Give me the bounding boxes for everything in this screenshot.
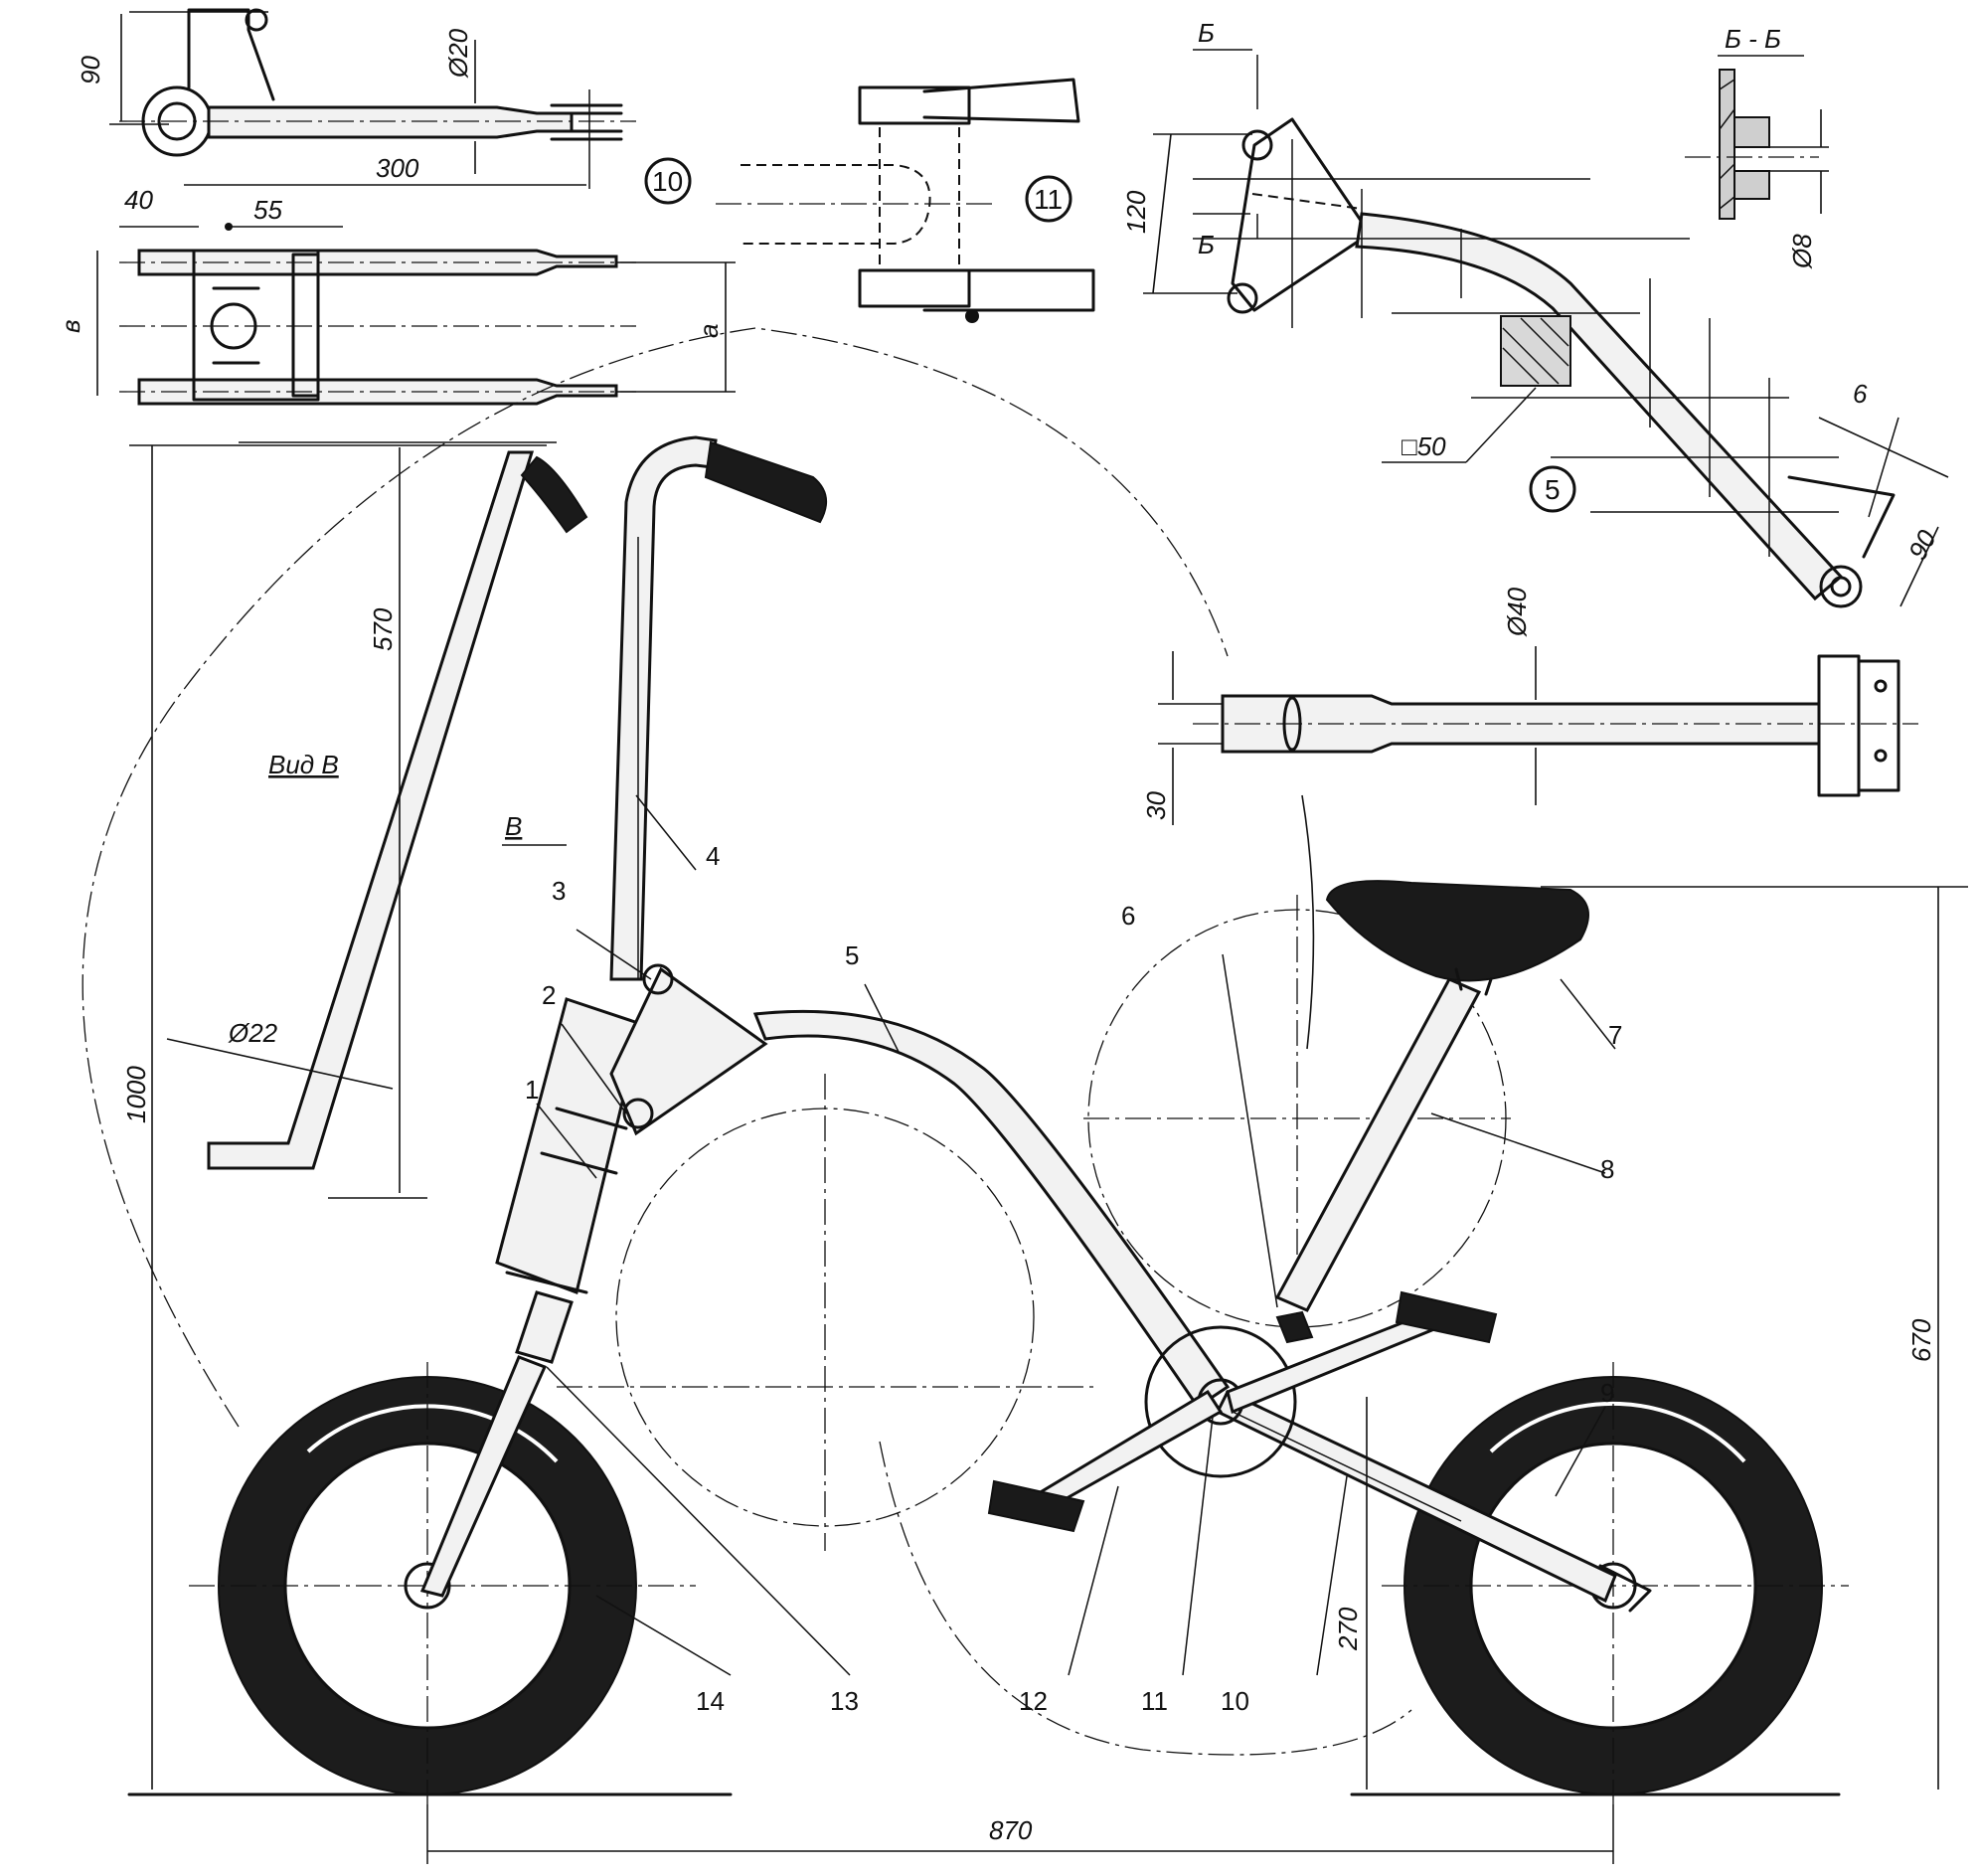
dim-40: 40	[124, 185, 153, 215]
callout-2: 2	[542, 980, 556, 1010]
chain-stay	[1215, 1390, 1617, 1604]
callout-5: 5	[845, 940, 859, 970]
dim-270: 270	[1333, 1607, 1363, 1651]
callout-7: 7	[1608, 1020, 1622, 1050]
section-b-top: Б	[1198, 18, 1215, 48]
section-title: Б - Б	[1725, 24, 1781, 54]
fork-detail-side-view	[109, 8, 636, 189]
callout-8: 8	[1600, 1154, 1614, 1184]
dim-50-square: □50	[1402, 431, 1446, 461]
dim-120: 120	[1121, 190, 1151, 234]
callout-13: 13	[830, 1686, 859, 1716]
hinge-plate	[609, 966, 768, 1136]
svg-text:10: 10	[652, 166, 683, 197]
dim-55: 55	[253, 195, 282, 225]
chainring	[1144, 1325, 1297, 1478]
dim-30: 30	[1141, 791, 1171, 820]
detail-11-bottom-bracket: 11	[716, 78, 1095, 323]
callout-leaders	[536, 794, 1616, 1676]
view-b-arrow-label: В	[505, 811, 522, 841]
frame-detail-5: 5	[1143, 49, 1949, 608]
fork-detail-plan-view	[96, 223, 736, 406]
handlebar-stem	[609, 435, 718, 981]
fold-arc-lower	[879, 1441, 1412, 1756]
seat-clamp	[1275, 1310, 1314, 1344]
handlebar-view-b	[166, 441, 588, 1199]
svg-text:11: 11	[1034, 184, 1063, 215]
pedal-rear	[1395, 1290, 1498, 1344]
dim-d20: Ø20	[443, 28, 473, 79]
fold-arc-large	[82, 327, 1229, 1428]
dim-90-fork: 90	[76, 56, 105, 85]
dim-300: 300	[376, 153, 419, 183]
pedal-front	[987, 1479, 1085, 1533]
dim-d8: Ø8	[1787, 234, 1817, 269]
handlebar-grip	[704, 440, 828, 524]
main-frame-tube	[752, 1009, 1231, 1410]
dim-570: 570	[368, 607, 398, 651]
callout-1: 1	[525, 1075, 539, 1105]
crank-arm-front	[1031, 1389, 1224, 1513]
callout-12: 12	[1019, 1686, 1048, 1716]
dim-1000: 1000	[121, 1066, 151, 1123]
front-fork	[419, 1355, 548, 1598]
rear-wheel	[1382, 1362, 1849, 1804]
dim-870: 870	[989, 1815, 1033, 1845]
callout-3: 3	[552, 876, 566, 906]
callout-4: 4	[706, 841, 720, 871]
square-tube-section	[1500, 315, 1571, 387]
saddle	[1325, 880, 1589, 982]
dim-d40: Ø40	[1502, 587, 1532, 637]
section-b-b	[1685, 55, 1829, 220]
svg-text:5: 5	[1545, 474, 1561, 505]
dim-v: в	[56, 319, 85, 333]
view-b-label: Вид В	[268, 750, 339, 779]
callout-10: 10	[1221, 1686, 1249, 1716]
detail-marker-10: 10	[644, 157, 692, 205]
callout-11: 11	[1141, 1686, 1168, 1716]
section-b-mid: Б	[1198, 230, 1215, 259]
callout-6: 6	[1121, 901, 1135, 931]
callout-9: 9	[1600, 1378, 1614, 1408]
dim-670: 670	[1906, 1318, 1936, 1362]
seat-tube	[1274, 977, 1482, 1312]
dim-6: 6	[1853, 379, 1868, 409]
callout-14: 14	[696, 1686, 725, 1716]
dim-d22: Ø22	[228, 1018, 278, 1048]
tube-detail	[1158, 646, 1918, 825]
dim-a: а	[694, 324, 724, 338]
steering-tube	[495, 997, 643, 1295]
